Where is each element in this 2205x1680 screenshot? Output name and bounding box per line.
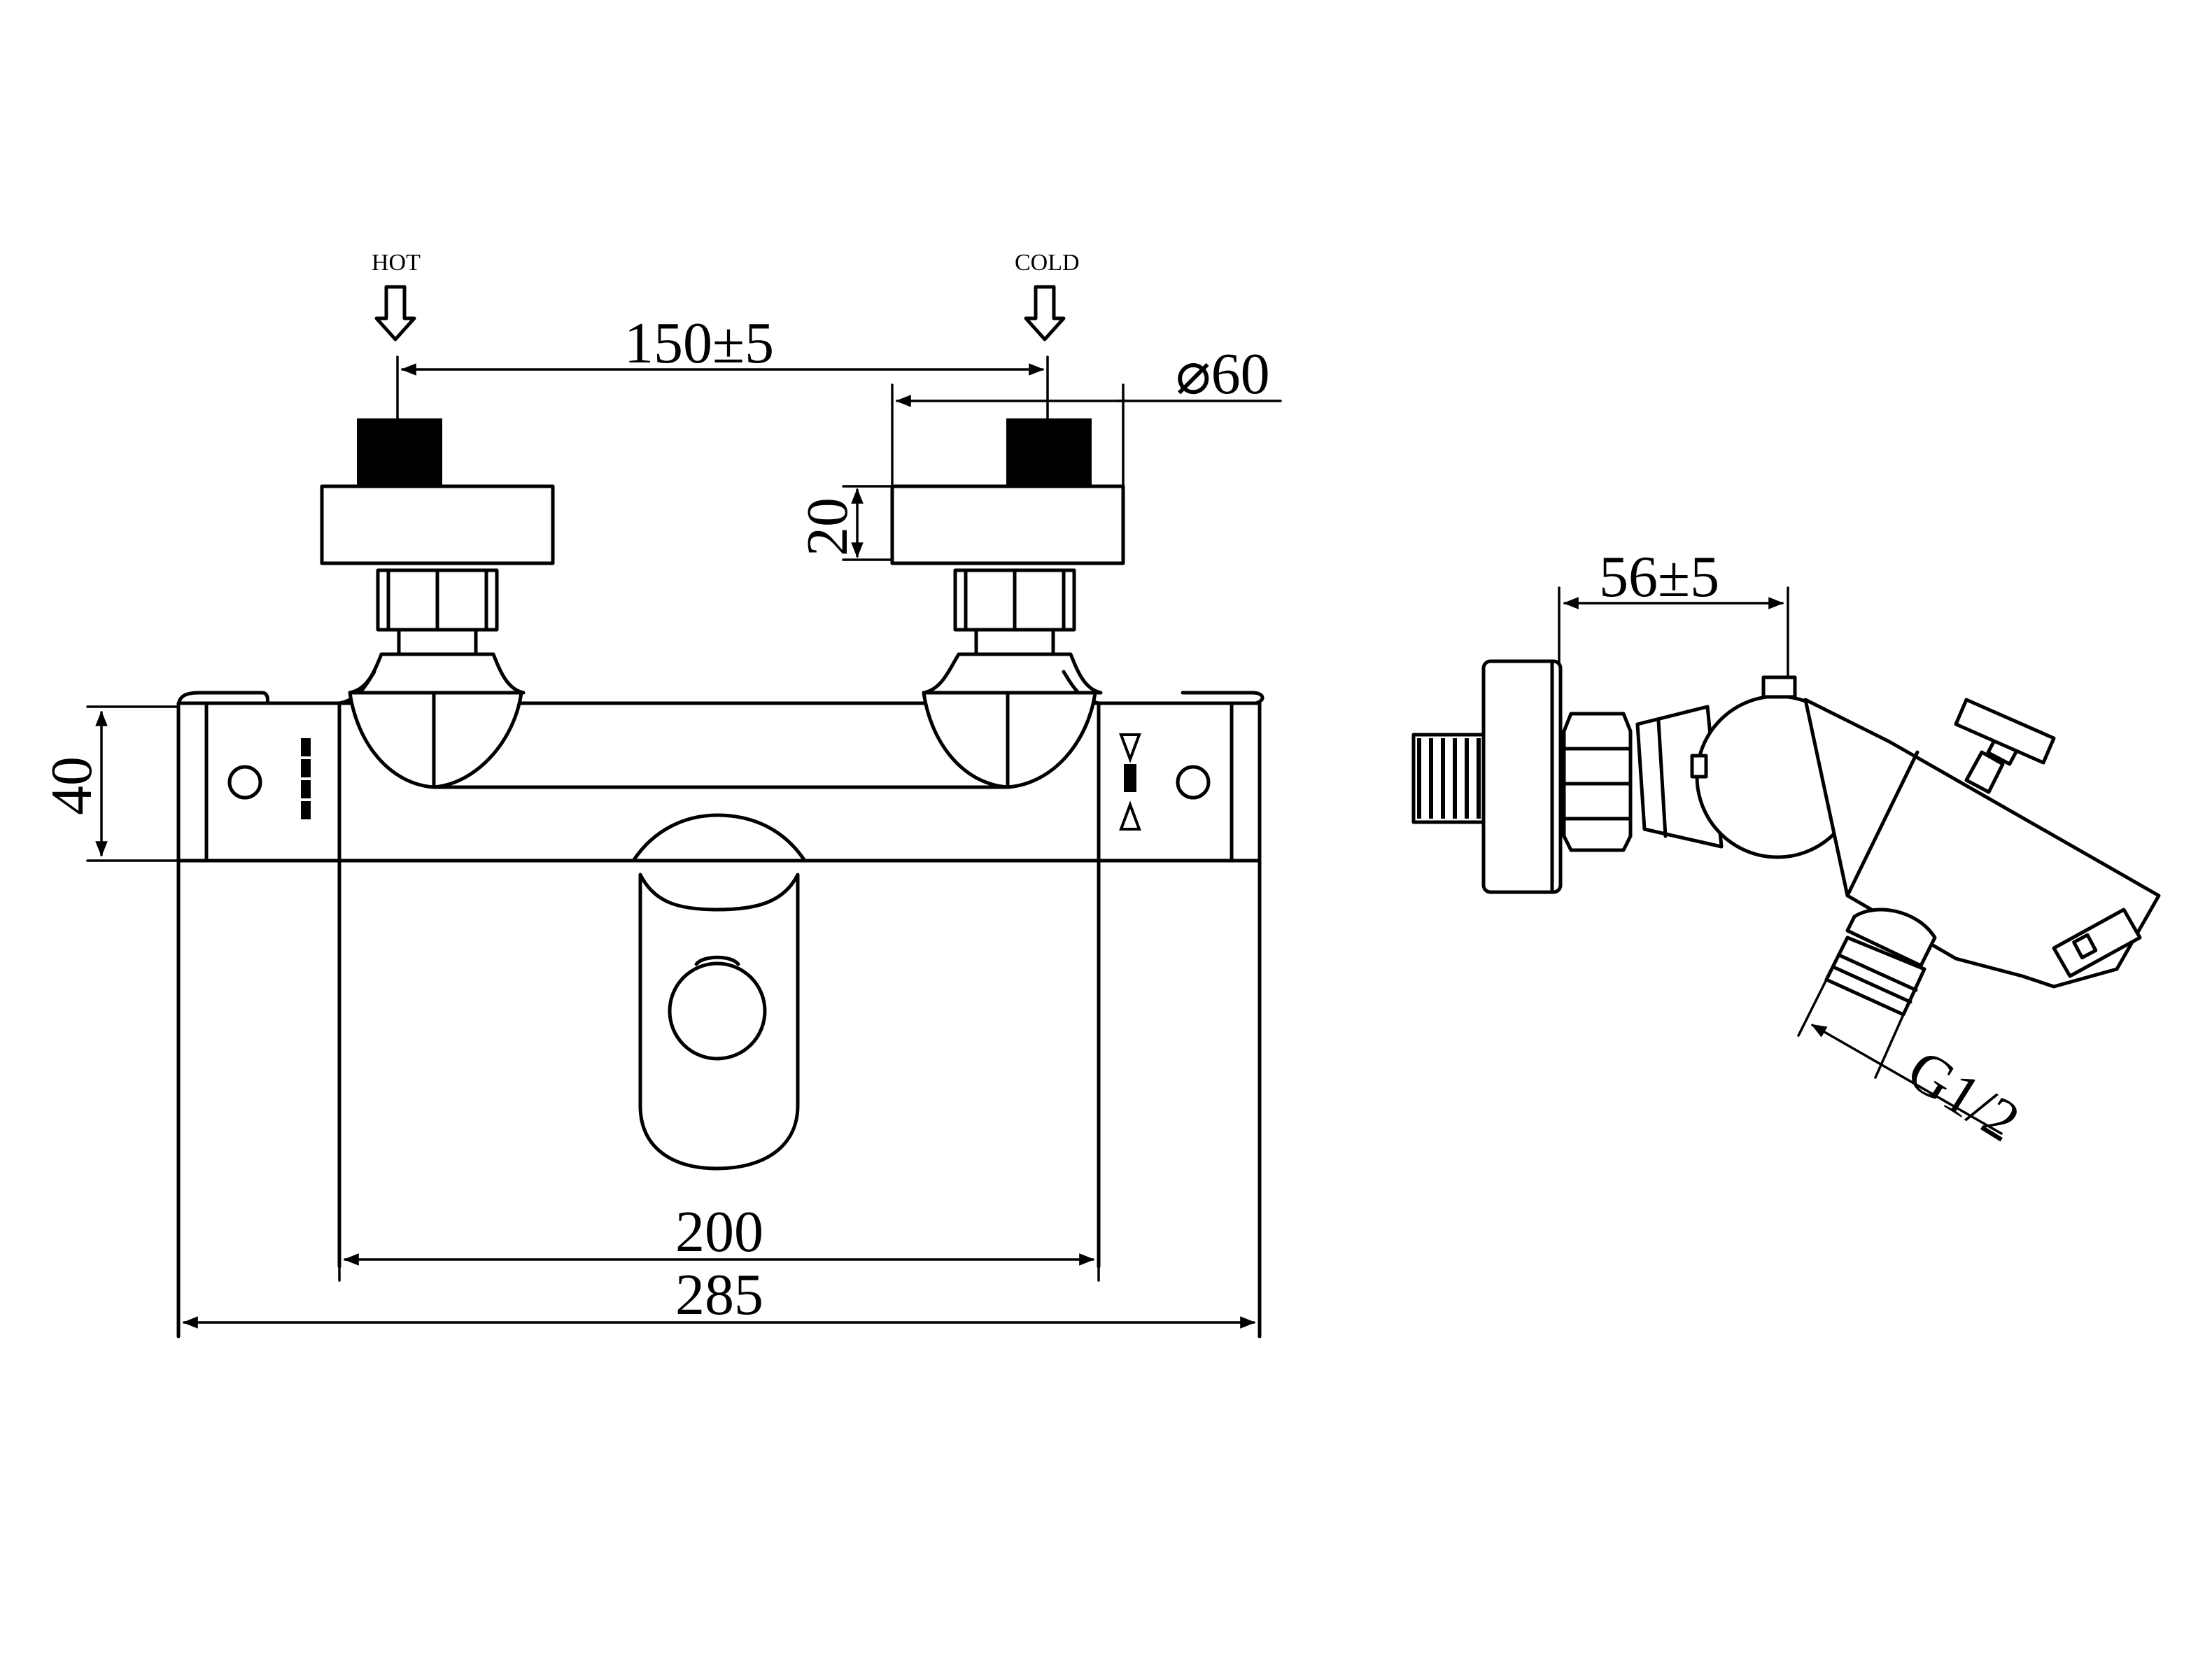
body-height-dimension: 40 xyxy=(39,705,180,862)
cold-inlet-assembly xyxy=(890,418,1125,695)
side-handle[interactable] xyxy=(1954,698,2056,765)
wall-projection-dimension: 56±5 xyxy=(1558,544,1789,680)
flow-direction-icon xyxy=(1119,733,1141,831)
escutcheon-diameter-dimension: ⌀60 xyxy=(891,341,1282,488)
inlet-spacing-dimension: 150±5 xyxy=(396,311,1049,421)
cold-escutcheon xyxy=(890,484,1125,565)
outlet-thread-text: G1/2 xyxy=(1896,1037,2031,1155)
cold-inlet-arrow-icon xyxy=(1024,285,1066,341)
hot-threaded-connector xyxy=(357,418,442,488)
mixer-body xyxy=(176,670,1264,863)
cold-label: COLD xyxy=(1015,250,1080,276)
diverter-knob[interactable] xyxy=(668,961,767,1061)
inner-width-text: 200 xyxy=(675,1199,763,1264)
overall-width-text: 285 xyxy=(675,1262,763,1327)
front-view: HOT COLD 150±5 ⌀60 20 xyxy=(39,250,1282,1339)
side-view: 56±5 xyxy=(1411,544,2161,1155)
escutcheon-depth-text: 20 xyxy=(795,497,860,556)
body-height-text: 40 xyxy=(39,756,104,815)
right-fixing-hole xyxy=(1176,765,1211,800)
escutcheon-diameter-text: ⌀60 xyxy=(1176,341,1270,407)
hot-label: HOT xyxy=(372,250,421,276)
hot-inlet-assembly xyxy=(320,418,555,695)
cold-threaded-connector xyxy=(1006,418,1092,488)
overall-width-dimension: 285 xyxy=(182,1262,1256,1329)
spout-body xyxy=(176,813,1262,1339)
wall-projection-text: 56±5 xyxy=(1599,544,1719,609)
temperature-scale-icon xyxy=(301,738,311,819)
hot-escutcheon xyxy=(320,484,555,565)
side-escutcheon xyxy=(1481,659,1563,894)
inlet-spacing-text: 150±5 xyxy=(624,311,774,376)
side-threaded-connector xyxy=(1411,733,1486,824)
inner-width-dimension: 200 xyxy=(338,1199,1100,1282)
hot-inlet-arrow-icon xyxy=(374,285,416,341)
left-fixing-hole xyxy=(227,765,262,800)
escutcheon-depth-dimension: 20 xyxy=(795,485,894,561)
